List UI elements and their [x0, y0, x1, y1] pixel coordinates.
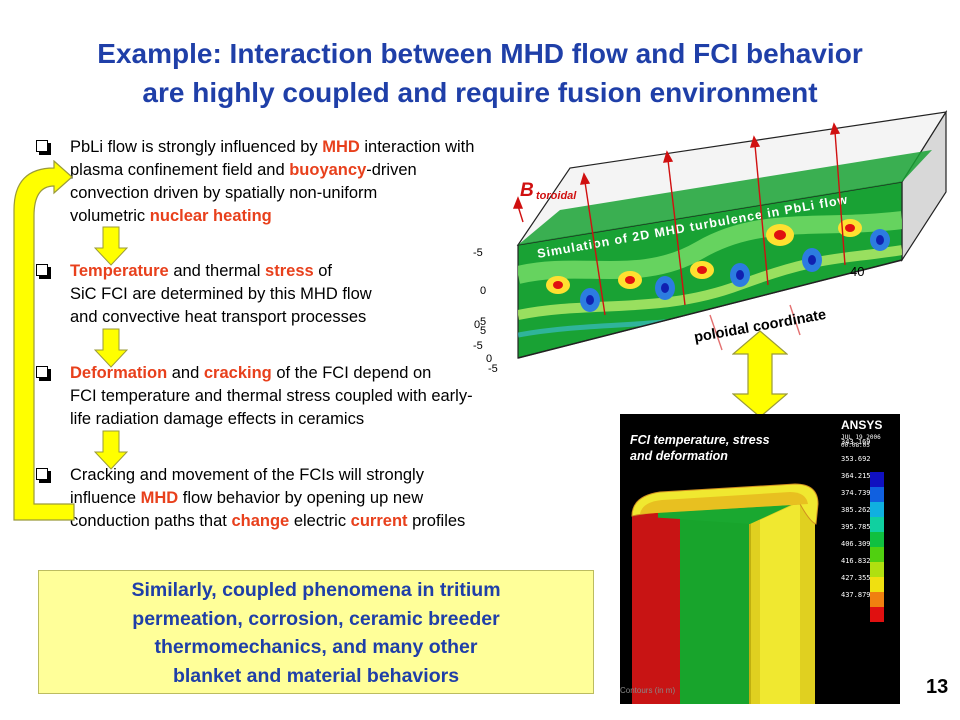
checkbox-bullet-icon: [36, 140, 51, 155]
highlight-term: change: [231, 512, 290, 530]
bullet-text-run: convection driven by spatially non-unifo…: [70, 184, 378, 202]
down-arrow-icon: [94, 226, 128, 266]
b-symbol: B: [520, 180, 534, 201]
axis-tick-40: 40: [850, 264, 864, 279]
summary-line-2: permeation, corrosion, ceramic breeder: [132, 607, 500, 630]
axis-tick: 5: [480, 325, 486, 337]
bullet-text: Deformation and cracking of the FCI depe…: [70, 362, 606, 431]
axis-tick: -5: [488, 363, 498, 375]
bullet-text-run: of the FCI depend on: [271, 364, 432, 382]
title-line-1: Example: Interaction between MHD flow an…: [97, 38, 863, 69]
bullet-1: PbLi flow is strongly influenced by MHD …: [36, 136, 606, 228]
ansys-logo: ANSYS: [841, 418, 883, 432]
summary-line-4: blanket and material behaviors: [172, 664, 460, 687]
fci-caption-line-1: FCI temperature, stress: [630, 433, 770, 447]
axis-tick: 5: [480, 316, 486, 328]
fci-time: 00:08:05: [841, 442, 870, 449]
scale-value: 416.832: [841, 557, 871, 565]
summary-box: Similarly, coupled phenomena in tritium …: [38, 570, 594, 694]
bullet-text-run: profiles: [407, 512, 466, 530]
axis-tick: 0: [480, 285, 486, 297]
mhd-turbulence-figure: Simulation of 2D MHD turbulence in PbLi …: [473, 110, 948, 375]
axis-tick: -5: [473, 340, 483, 352]
fci-caption: FCI temperature, stress and deformation: [630, 432, 810, 464]
axis-tick: -5: [473, 247, 483, 259]
summary-line-3: thermomechanics, and many other: [154, 636, 478, 658]
bullet-text-run: plasma confinement field and: [70, 161, 290, 179]
fci-timestamp: JUL 19 2006 00:08:05: [841, 434, 881, 450]
title-line-2: are highly coupled and require fusion en…: [142, 77, 818, 108]
axis-tick: 0: [474, 319, 480, 331]
fci-caption-line-2: and deformation: [630, 449, 728, 463]
highlight-term: nuclear heating: [149, 207, 272, 225]
bullet-text: Cracking and movement of the FCIs will s…: [70, 464, 606, 533]
scale-value: 406.309: [841, 540, 871, 548]
scale-value: 353.692: [841, 455, 871, 463]
highlight-term: current: [350, 512, 408, 530]
color-scale-bar: [870, 472, 884, 622]
double-arrow-icon: [732, 330, 788, 418]
bullet-text-run: conduction paths that: [70, 512, 232, 530]
bullet-text-run: interaction with: [359, 138, 475, 156]
scale-value: 385.262: [841, 506, 871, 514]
bullet-text-run: influence: [70, 489, 141, 507]
bullet-text-run: SiC FCI are determined by this MHD flow: [70, 285, 372, 303]
bullet-text-run: and: [167, 364, 204, 382]
fci-simulation-panel: FCI temperature, stress and deformation …: [620, 414, 900, 704]
down-arrow-icon: [94, 328, 128, 368]
b-subscript: toroidal: [536, 190, 577, 202]
bullet-text: PbLi flow is strongly influenced by MHD …: [70, 136, 606, 228]
scale-value: 364.215: [841, 472, 871, 480]
bullet-text-run: flow behavior by opening up new: [178, 489, 424, 507]
bullet-text-run: electric: [289, 512, 351, 530]
bullet-4: Cracking and movement of the FCIs will s…: [36, 464, 606, 533]
bullet-text-run: and thermal: [168, 262, 266, 280]
page-number: 13: [926, 676, 949, 698]
feedback-loop-arrow-icon: [13, 160, 75, 521]
fci-box-render: [631, 483, 819, 704]
highlight-term: Temperature: [70, 262, 169, 280]
scale-value: 374.739: [841, 489, 871, 497]
highlight-term: Deformation: [70, 364, 168, 382]
scale-value: 427.355: [841, 574, 871, 582]
bullet-text-run: PbLi flow is strongly influenced by: [70, 138, 323, 156]
fci-date: JUL 19 2006: [841, 434, 881, 441]
bullet-text-run: volumetric: [70, 207, 150, 225]
summary-line-1: Similarly, coupled phenomena in tritium: [131, 579, 501, 601]
scale-value: 343.169: [841, 438, 871, 446]
highlight-term: MHD: [140, 489, 179, 507]
bullet-3: Deformation and cracking of the FCI depe…: [36, 362, 606, 431]
contours-label: Contours (in m): [620, 686, 676, 695]
slide-title: Example: Interaction between MHD flow an…: [20, 34, 940, 112]
bullet-text-run: Cracking and movement of the FCIs will s…: [70, 466, 424, 484]
highlight-term: cracking: [203, 364, 272, 382]
bullet-text-run: of: [313, 262, 333, 280]
highlight-term: stress: [265, 262, 314, 280]
highlight-term: buoyancy: [289, 161, 367, 179]
bullet-text-run: FCI temperature and thermal stress coupl…: [70, 387, 473, 405]
highlight-term: MHD: [322, 138, 360, 156]
bullet-text-run: life radiation damage effects in ceramic…: [70, 410, 365, 428]
bullet-text-run: -driven: [366, 161, 417, 179]
scale-value: 395.785: [841, 523, 871, 531]
scale-value: 437.879: [841, 591, 871, 599]
down-arrow-icon: [94, 430, 128, 470]
axis-tick: 0: [486, 353, 492, 365]
bullet-text-run: and convective heat transport processes: [70, 308, 367, 326]
